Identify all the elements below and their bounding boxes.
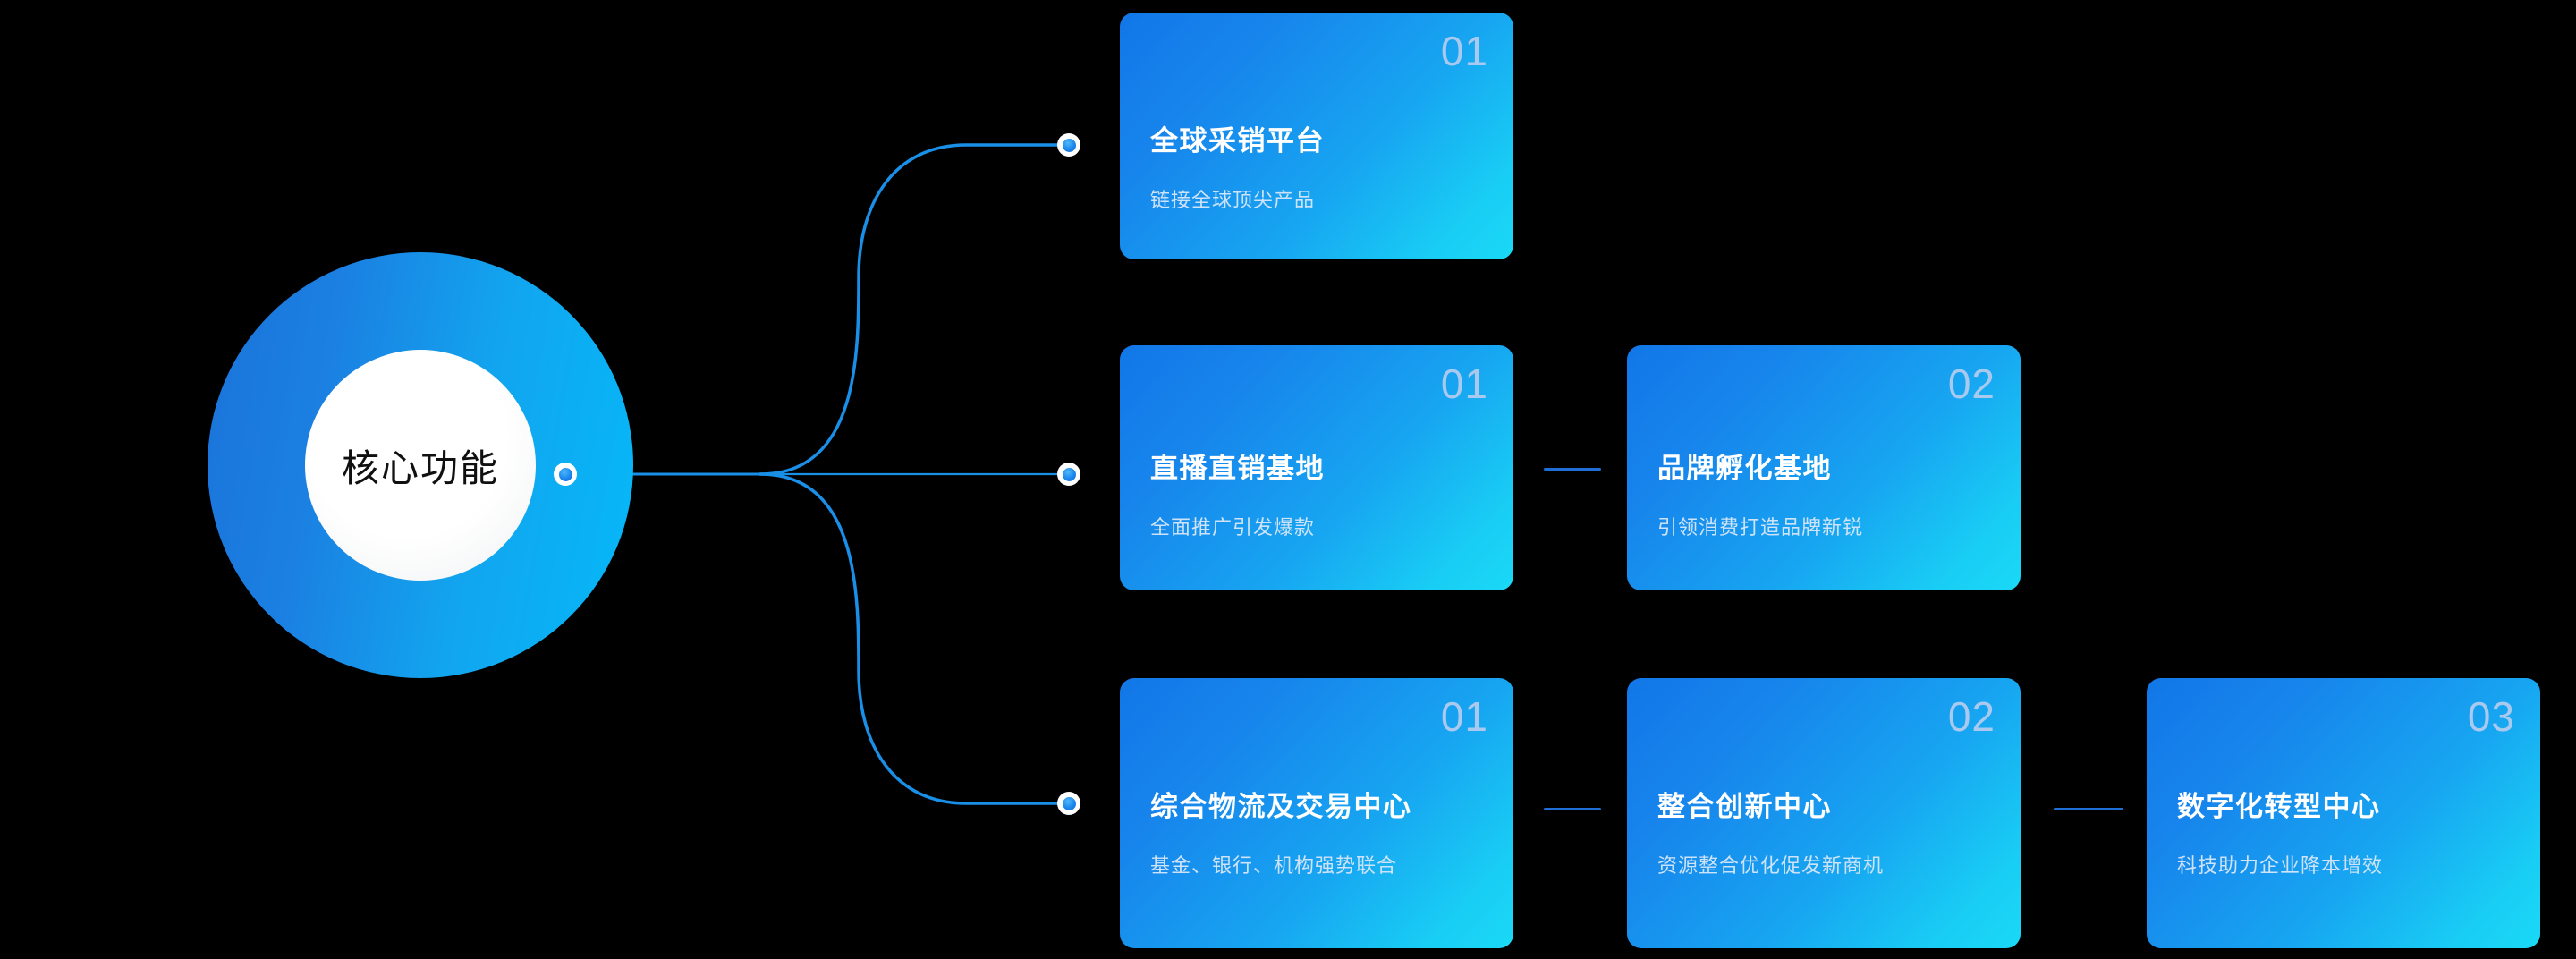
- card-branch1-item1[interactable]: 01 全球采销平台 链接全球顶尖产品: [1120, 13, 1513, 259]
- card-title: 全球采销平台: [1150, 125, 1325, 157]
- card-number: 02: [1947, 361, 1996, 407]
- card-branch3-item1[interactable]: 01 综合物流及交易中心 基金、银行、机构强势联合: [1120, 678, 1513, 948]
- connector-branch-1: [758, 143, 1059, 476]
- sibling-link-row3-1to2: [1544, 808, 1601, 810]
- branch-endpoint-dot-2[interactable]: [1057, 463, 1080, 486]
- card-subtitle: 引领消费打造品牌新锐: [1657, 516, 1864, 539]
- card-subtitle: 科技助力企业降本增效: [2177, 854, 2384, 877]
- sibling-link-row2-1to2: [1544, 468, 1601, 471]
- hub-inner-circle: 核心功能: [305, 350, 536, 581]
- card-branch3-item2[interactable]: 02 整合创新中心 资源整合优化促发新商机: [1627, 678, 2021, 948]
- branch-endpoint-dot-3[interactable]: [1057, 792, 1080, 815]
- card-branch2-item1[interactable]: 01 直播直销基地 全面推广引发爆款: [1120, 345, 1513, 590]
- card-title: 数字化转型中心: [2177, 791, 2381, 822]
- card-number: 01: [1440, 693, 1488, 740]
- card-branch3-item3[interactable]: 03 数字化转型中心 科技助力企业降本增效: [2147, 678, 2540, 948]
- card-subtitle: 基金、银行、机构强势联合: [1150, 854, 1398, 877]
- card-number: 01: [1440, 28, 1488, 74]
- branch-endpoint-dot-1[interactable]: [1057, 133, 1080, 157]
- card-number: 03: [2467, 693, 2515, 740]
- card-title: 品牌孵化基地: [1657, 453, 1832, 484]
- hub-origin-dot[interactable]: [554, 463, 577, 486]
- card-title: 整合创新中心: [1657, 791, 1832, 822]
- card-number: 02: [1947, 693, 1996, 740]
- card-subtitle: 资源整合优化促发新商机: [1657, 854, 1885, 877]
- card-title: 直播直销基地: [1150, 453, 1325, 484]
- connector-branch-3: [758, 472, 1059, 805]
- card-subtitle: 全面推广引发爆款: [1150, 516, 1316, 539]
- hub-label: 核心功能: [341, 446, 499, 489]
- card-title: 综合物流及交易中心: [1150, 791, 1412, 822]
- sibling-link-row3-2to3: [2054, 808, 2123, 810]
- card-number: 01: [1440, 361, 1488, 407]
- card-subtitle: 链接全球顶尖产品: [1150, 189, 1316, 211]
- card-branch2-item2[interactable]: 02 品牌孵化基地 引领消费打造品牌新锐: [1627, 345, 2021, 590]
